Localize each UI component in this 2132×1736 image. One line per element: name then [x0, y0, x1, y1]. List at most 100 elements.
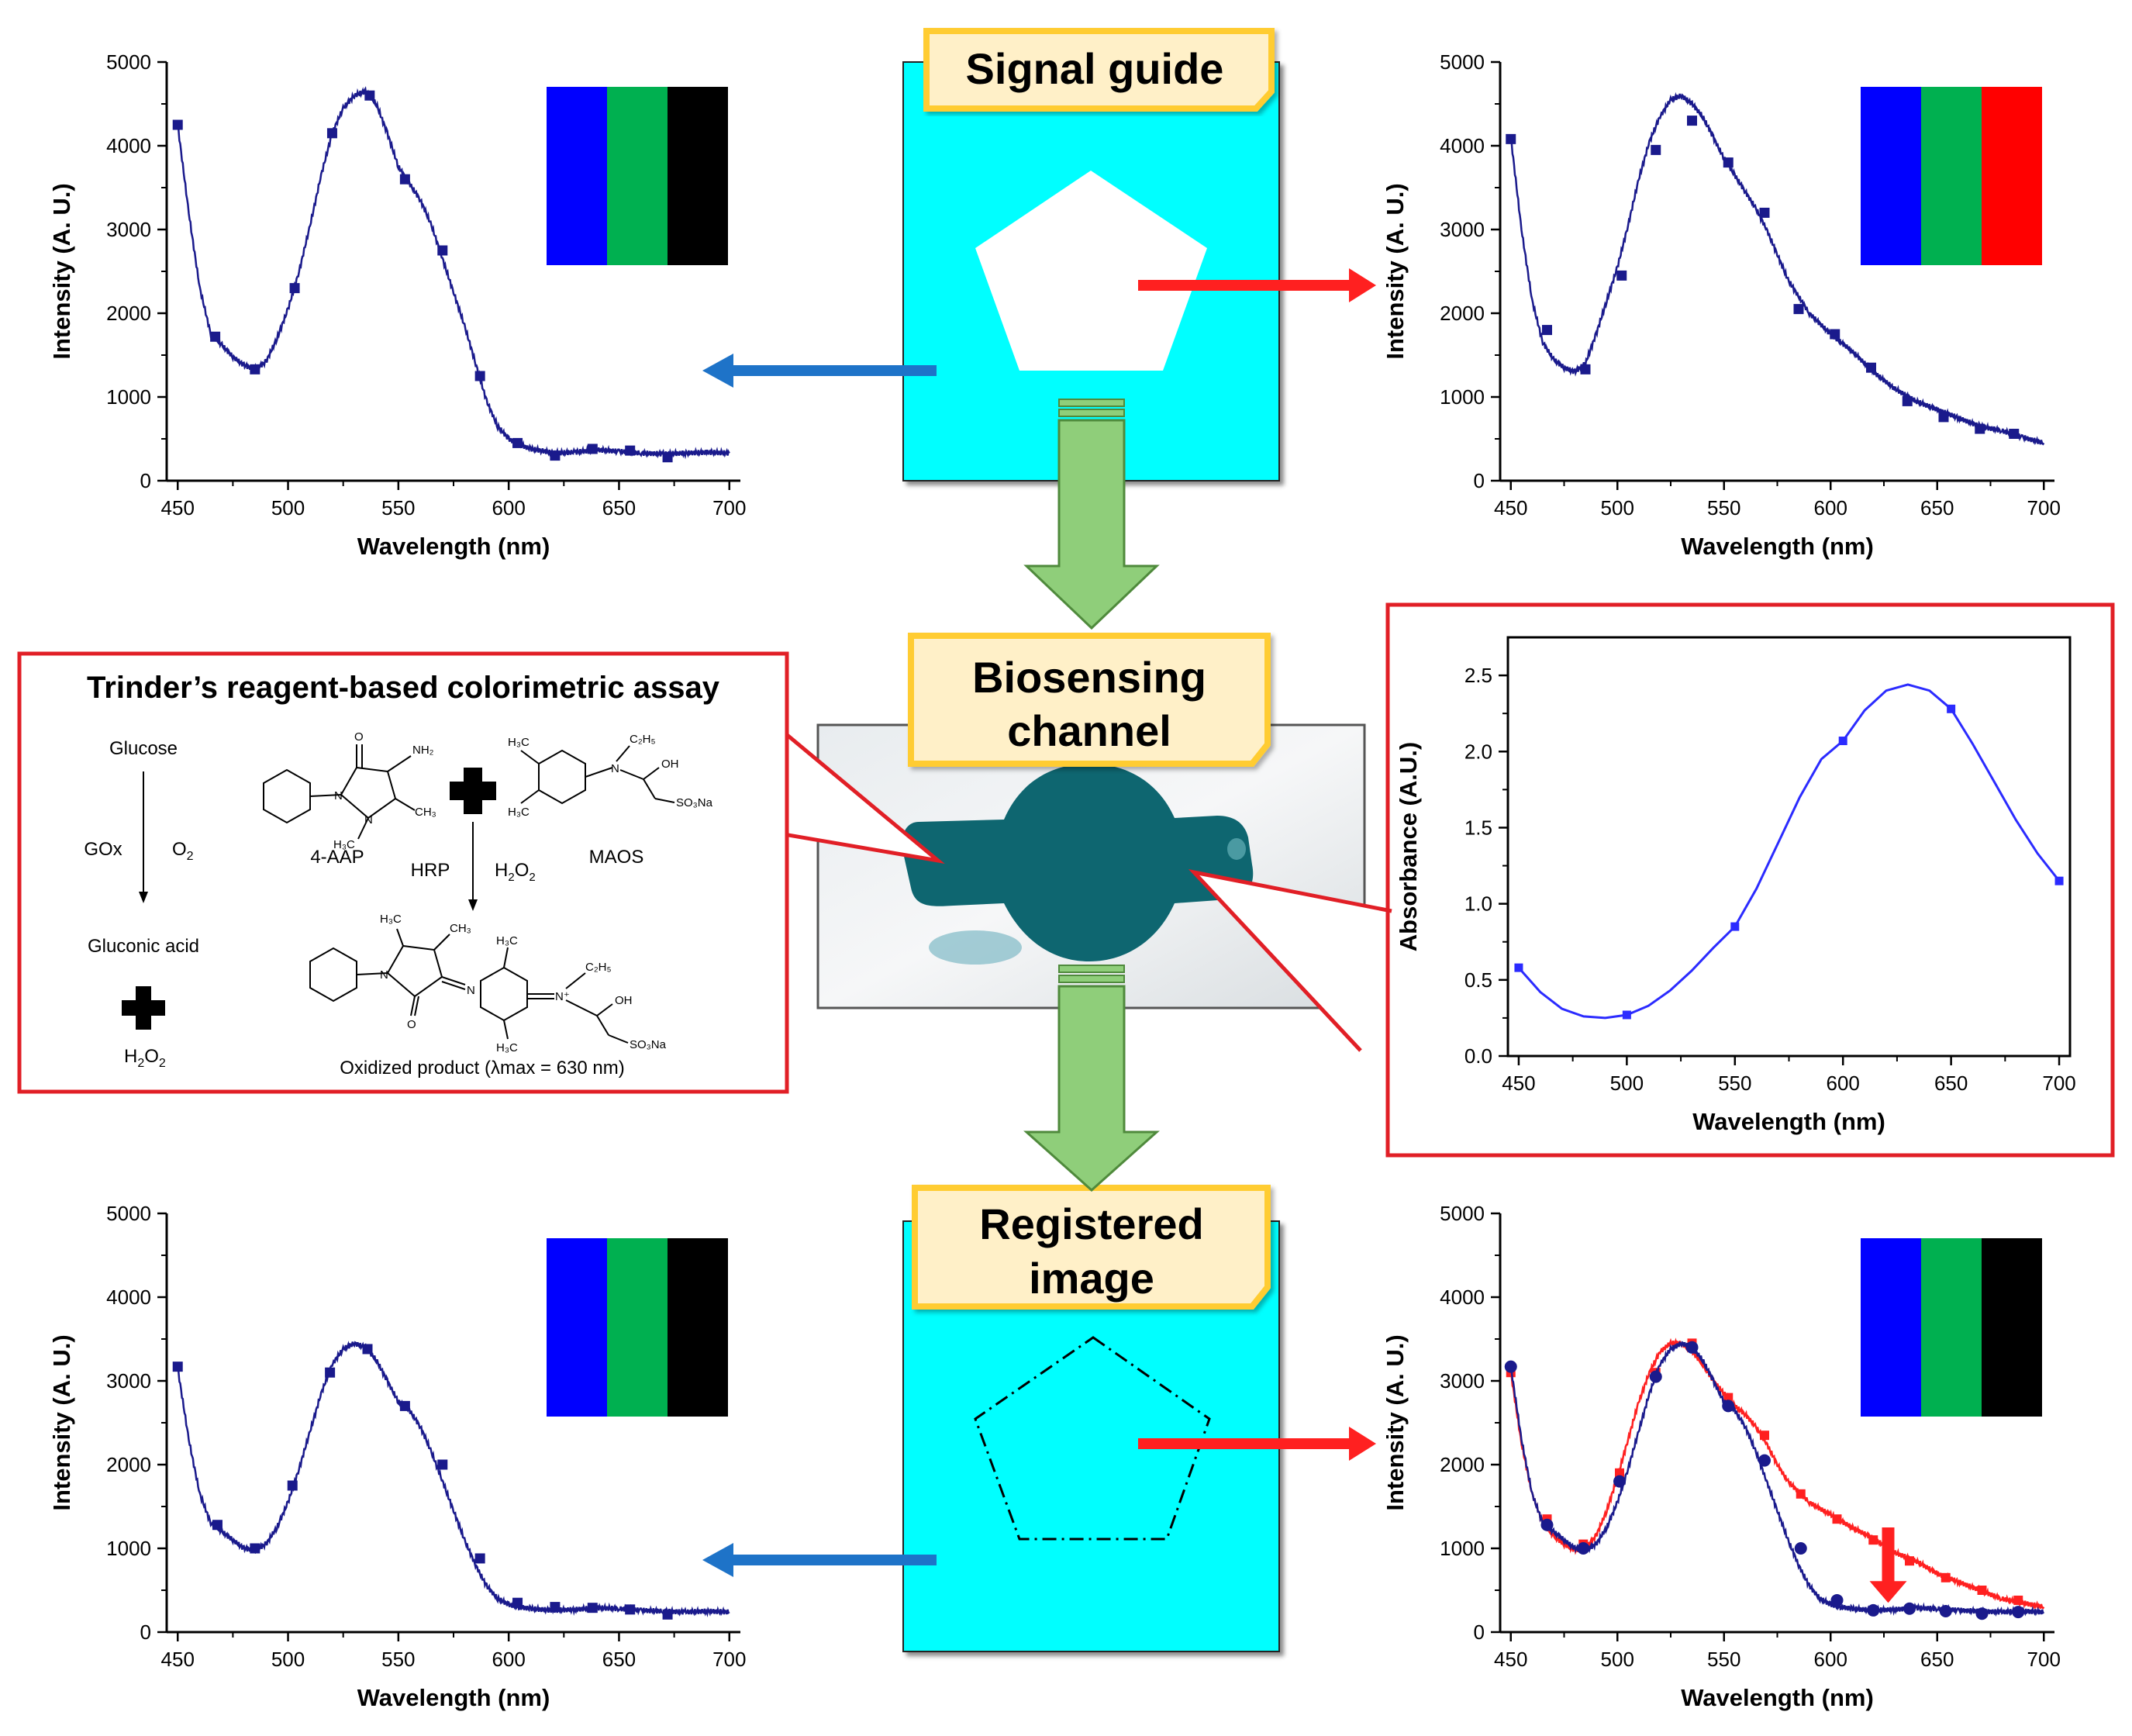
x-tick-label: 550: [1707, 1648, 1740, 1671]
swatch-blue: [1861, 87, 1921, 265]
x-tick-label: 700: [2027, 1648, 2061, 1671]
y-axis-label: Intensity (A. U.): [1382, 183, 1409, 359]
channel-teal-shape: [902, 764, 1254, 961]
data-point: [1832, 1514, 1842, 1524]
x-tick-label: 550: [381, 496, 415, 519]
plot-frame: [1506, 636, 2072, 1058]
plus-icon: [450, 768, 496, 814]
swatch-black: [668, 1238, 728, 1417]
aap-n2: N: [364, 813, 373, 827]
data-point: [1977, 1586, 1987, 1595]
aap-structure: [263, 744, 416, 840]
y-tick-label: 5000: [106, 1202, 151, 1225]
y-tick-label: 4000: [1440, 1286, 1485, 1309]
arrow-right-icon: [1349, 268, 1376, 302]
data-point: [1905, 1556, 1914, 1566]
data-point: [1577, 1542, 1590, 1555]
data-point: [326, 128, 337, 139]
x-tick-label: 700: [712, 1648, 746, 1671]
x-tick-label: 600: [1814, 496, 1847, 519]
data-point: [1758, 1454, 1771, 1467]
data-point: [512, 437, 523, 448]
data-point: [1838, 737, 1847, 746]
y-tick-label: 3000: [1440, 218, 1485, 241]
y-tick-label: 3000: [1440, 1369, 1485, 1393]
x-tick-label: 450: [161, 496, 195, 519]
data-point: [1830, 329, 1840, 340]
dashed-pentagon-icon: [974, 1336, 1211, 1541]
data-point: [625, 445, 636, 456]
signal-guide-banner: [923, 28, 1275, 112]
red-arrow-bottom: [1138, 1427, 1376, 1461]
swatch-blue: [547, 87, 607, 265]
data-point: [1514, 963, 1523, 972]
data-point: [587, 443, 598, 454]
x-tick-label: 450: [161, 1648, 195, 1671]
x-axis-label: Wavelength (nm): [1681, 533, 1874, 560]
registered-label-line2: image: [1029, 1254, 1154, 1303]
series-line-0: [1517, 683, 2061, 1020]
data-point: [289, 283, 300, 294]
prod-so3na: SO₃Na: [630, 1038, 667, 1051]
aap-h3c: H₃C: [333, 838, 355, 851]
data-point: [437, 245, 448, 256]
y-axis-label: Intensity (A. U.): [48, 1334, 75, 1510]
x-tick-label: 650: [1920, 1648, 1954, 1671]
maos-so3na: SO₃Na: [676, 796, 713, 809]
glucose-label: Glucose: [109, 738, 178, 759]
prod-h3c-ring-top: H₃C: [496, 934, 518, 947]
y-tick-label: 5000: [106, 50, 151, 74]
aap-nh2: NH₂: [412, 744, 434, 757]
series-line-1: [1509, 1341, 2045, 1617]
data-point: [364, 90, 375, 101]
x-tick-label: 450: [1494, 1648, 1527, 1671]
data-point: [1542, 325, 1552, 336]
swatch-blue: [1861, 1238, 1921, 1417]
data-point: [1685, 1341, 1699, 1354]
blue-arrow-bottom: [702, 1543, 937, 1577]
data-point: [1622, 1010, 1631, 1020]
y-tick-label: 4000: [1440, 134, 1485, 157]
prod-o: O: [407, 1018, 416, 1031]
y-tick-label: 4000: [106, 1286, 151, 1309]
y-axis-label: Absorbance (A.U.): [1395, 742, 1422, 951]
y-axis-label: Intensity (A. U.): [48, 183, 75, 359]
assay-frame: [17, 651, 789, 1094]
data-point: [1540, 1518, 1554, 1531]
prod-n2: N: [467, 984, 475, 997]
y-tick-label: 2000: [1440, 1453, 1485, 1476]
arrow-down-icon: [1023, 985, 1160, 1192]
aap-o: O: [354, 730, 364, 744]
data-point: [399, 1400, 410, 1411]
y-tick-label: 0: [140, 1620, 151, 1644]
data-point: [587, 1603, 598, 1613]
data-point: [550, 450, 561, 461]
y-tick-label: 2000: [106, 1453, 151, 1476]
data-point: [1903, 1602, 1916, 1615]
assay-title: Trinder’s reagent-based colorimetric ass…: [87, 671, 720, 705]
maos-c2h5: C₂H₅: [630, 733, 656, 746]
data-point: [287, 1480, 298, 1491]
data-point: [1730, 922, 1740, 931]
data-point: [2054, 876, 2064, 885]
x-tick-label: 500: [271, 1648, 305, 1671]
data-point: [1830, 1593, 1844, 1607]
swatch-green: [607, 1238, 668, 1417]
data-point: [1975, 1607, 1989, 1620]
x-axis-label: Wavelength (nm): [1692, 1108, 1885, 1135]
aap-n1: N: [334, 789, 343, 802]
data-point: [1723, 1393, 1734, 1403]
data-point: [1649, 1370, 1662, 1383]
y-tick-label: 2000: [106, 302, 151, 325]
data-point: [1939, 1605, 1952, 1617]
y-tick-label: 0: [1474, 1620, 1485, 1644]
absorbance-frame: [1385, 602, 2115, 1158]
biosensing-channel-panel: Biosensing channel: [816, 633, 1366, 1010]
arrow-down-icon: [1869, 1527, 1907, 1603]
swatch-blue: [547, 1238, 607, 1417]
prod-n1: N: [380, 968, 388, 982]
biosensing-label-line2: channel: [1007, 706, 1171, 755]
